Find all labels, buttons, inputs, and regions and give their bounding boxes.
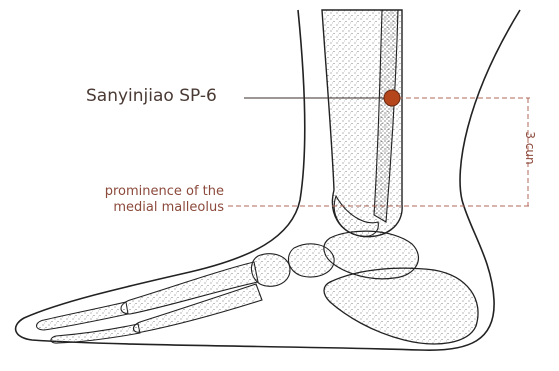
sanyinjiao-point-marker bbox=[384, 90, 400, 106]
navicular-bone bbox=[288, 244, 334, 277]
point-label: Sanyinjiao SP-6 bbox=[86, 86, 217, 106]
calcaneus-bone bbox=[324, 268, 478, 344]
landmark-label-line-2: medial malleolus bbox=[90, 200, 224, 215]
phalanx-bone bbox=[37, 302, 129, 330]
measurement-label: 3 cun bbox=[523, 131, 537, 164]
landmark-label-line-1: prominence of the bbox=[90, 184, 224, 199]
